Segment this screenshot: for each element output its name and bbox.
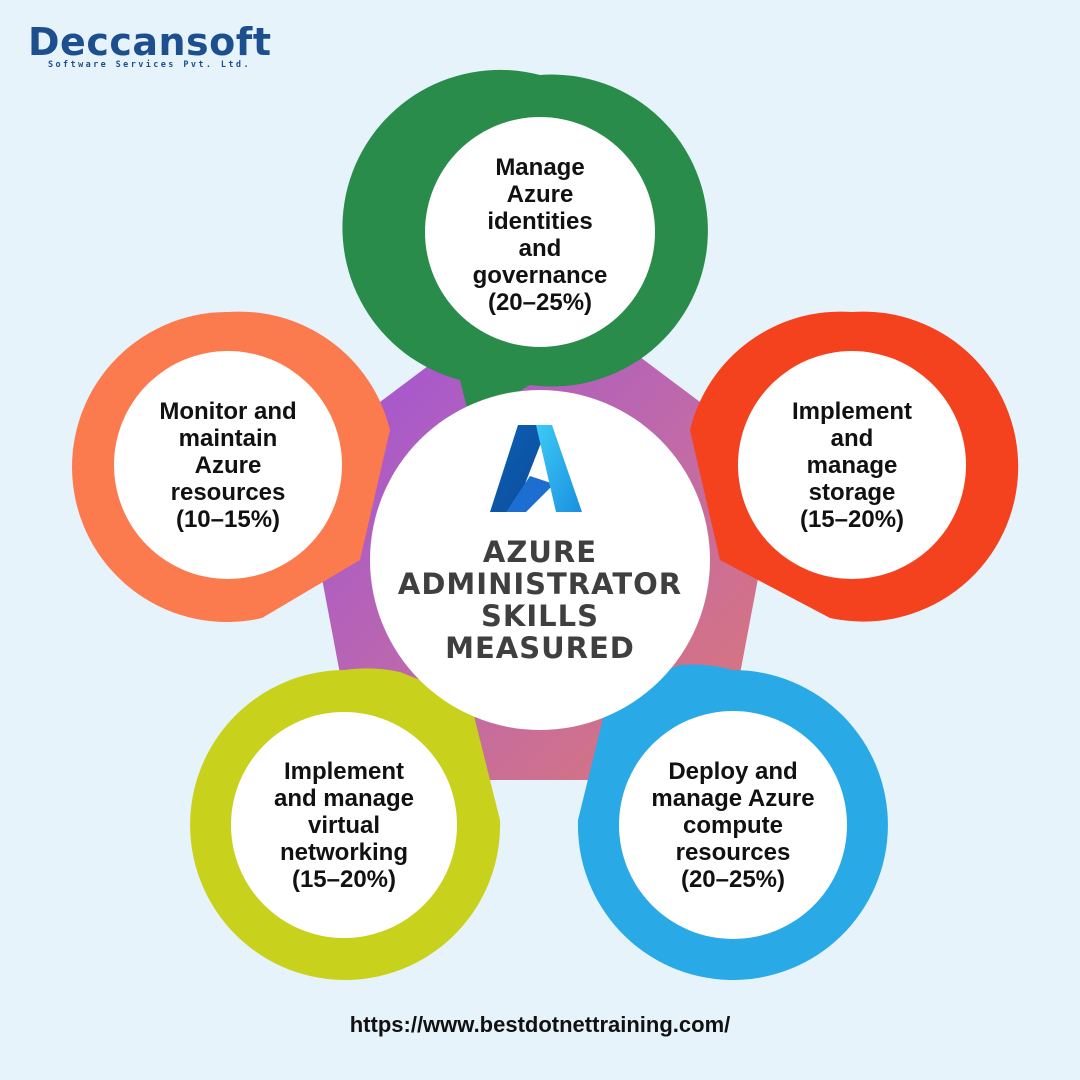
- skill-label-monitor: Monitor and maintain Azure resources (10…: [159, 397, 297, 533]
- skill-label-networking: Implement and manage virtual networking …: [273, 757, 415, 893]
- node-inner-circle: [114, 351, 342, 579]
- center-circle: [370, 390, 710, 730]
- brand-tagline: Software Services Pvt. Ltd.: [48, 60, 251, 70]
- node-inner-circle: [738, 351, 966, 579]
- center-title: AZURE ADMINISTRATOR SKILLS MEASURED: [397, 535, 683, 665]
- azure-logo-icon: [490, 425, 582, 512]
- footer-url-link[interactable]: https://www.bestdotnettraining.com/: [349, 1012, 731, 1037]
- skill-node-compute: [577, 664, 888, 980]
- skill-node-identities: [342, 69, 708, 420]
- node-inner-circle: [231, 712, 457, 938]
- skill-label-compute: Deploy and manage Azure compute resource…: [651, 757, 815, 893]
- skill-node-networking: [190, 668, 501, 980]
- node-inner-circle: [619, 711, 847, 939]
- skill-label-storage: Implement and manage storage (15–20%): [791, 397, 913, 533]
- brand-name: Deccansoft: [28, 20, 272, 64]
- node-inner-circle: [425, 117, 655, 347]
- skill-node-monitor: [72, 311, 390, 622]
- skill-node-storage: [690, 311, 1019, 622]
- skill-label-identities: Manage Azure identities and governance (…: [472, 154, 608, 316]
